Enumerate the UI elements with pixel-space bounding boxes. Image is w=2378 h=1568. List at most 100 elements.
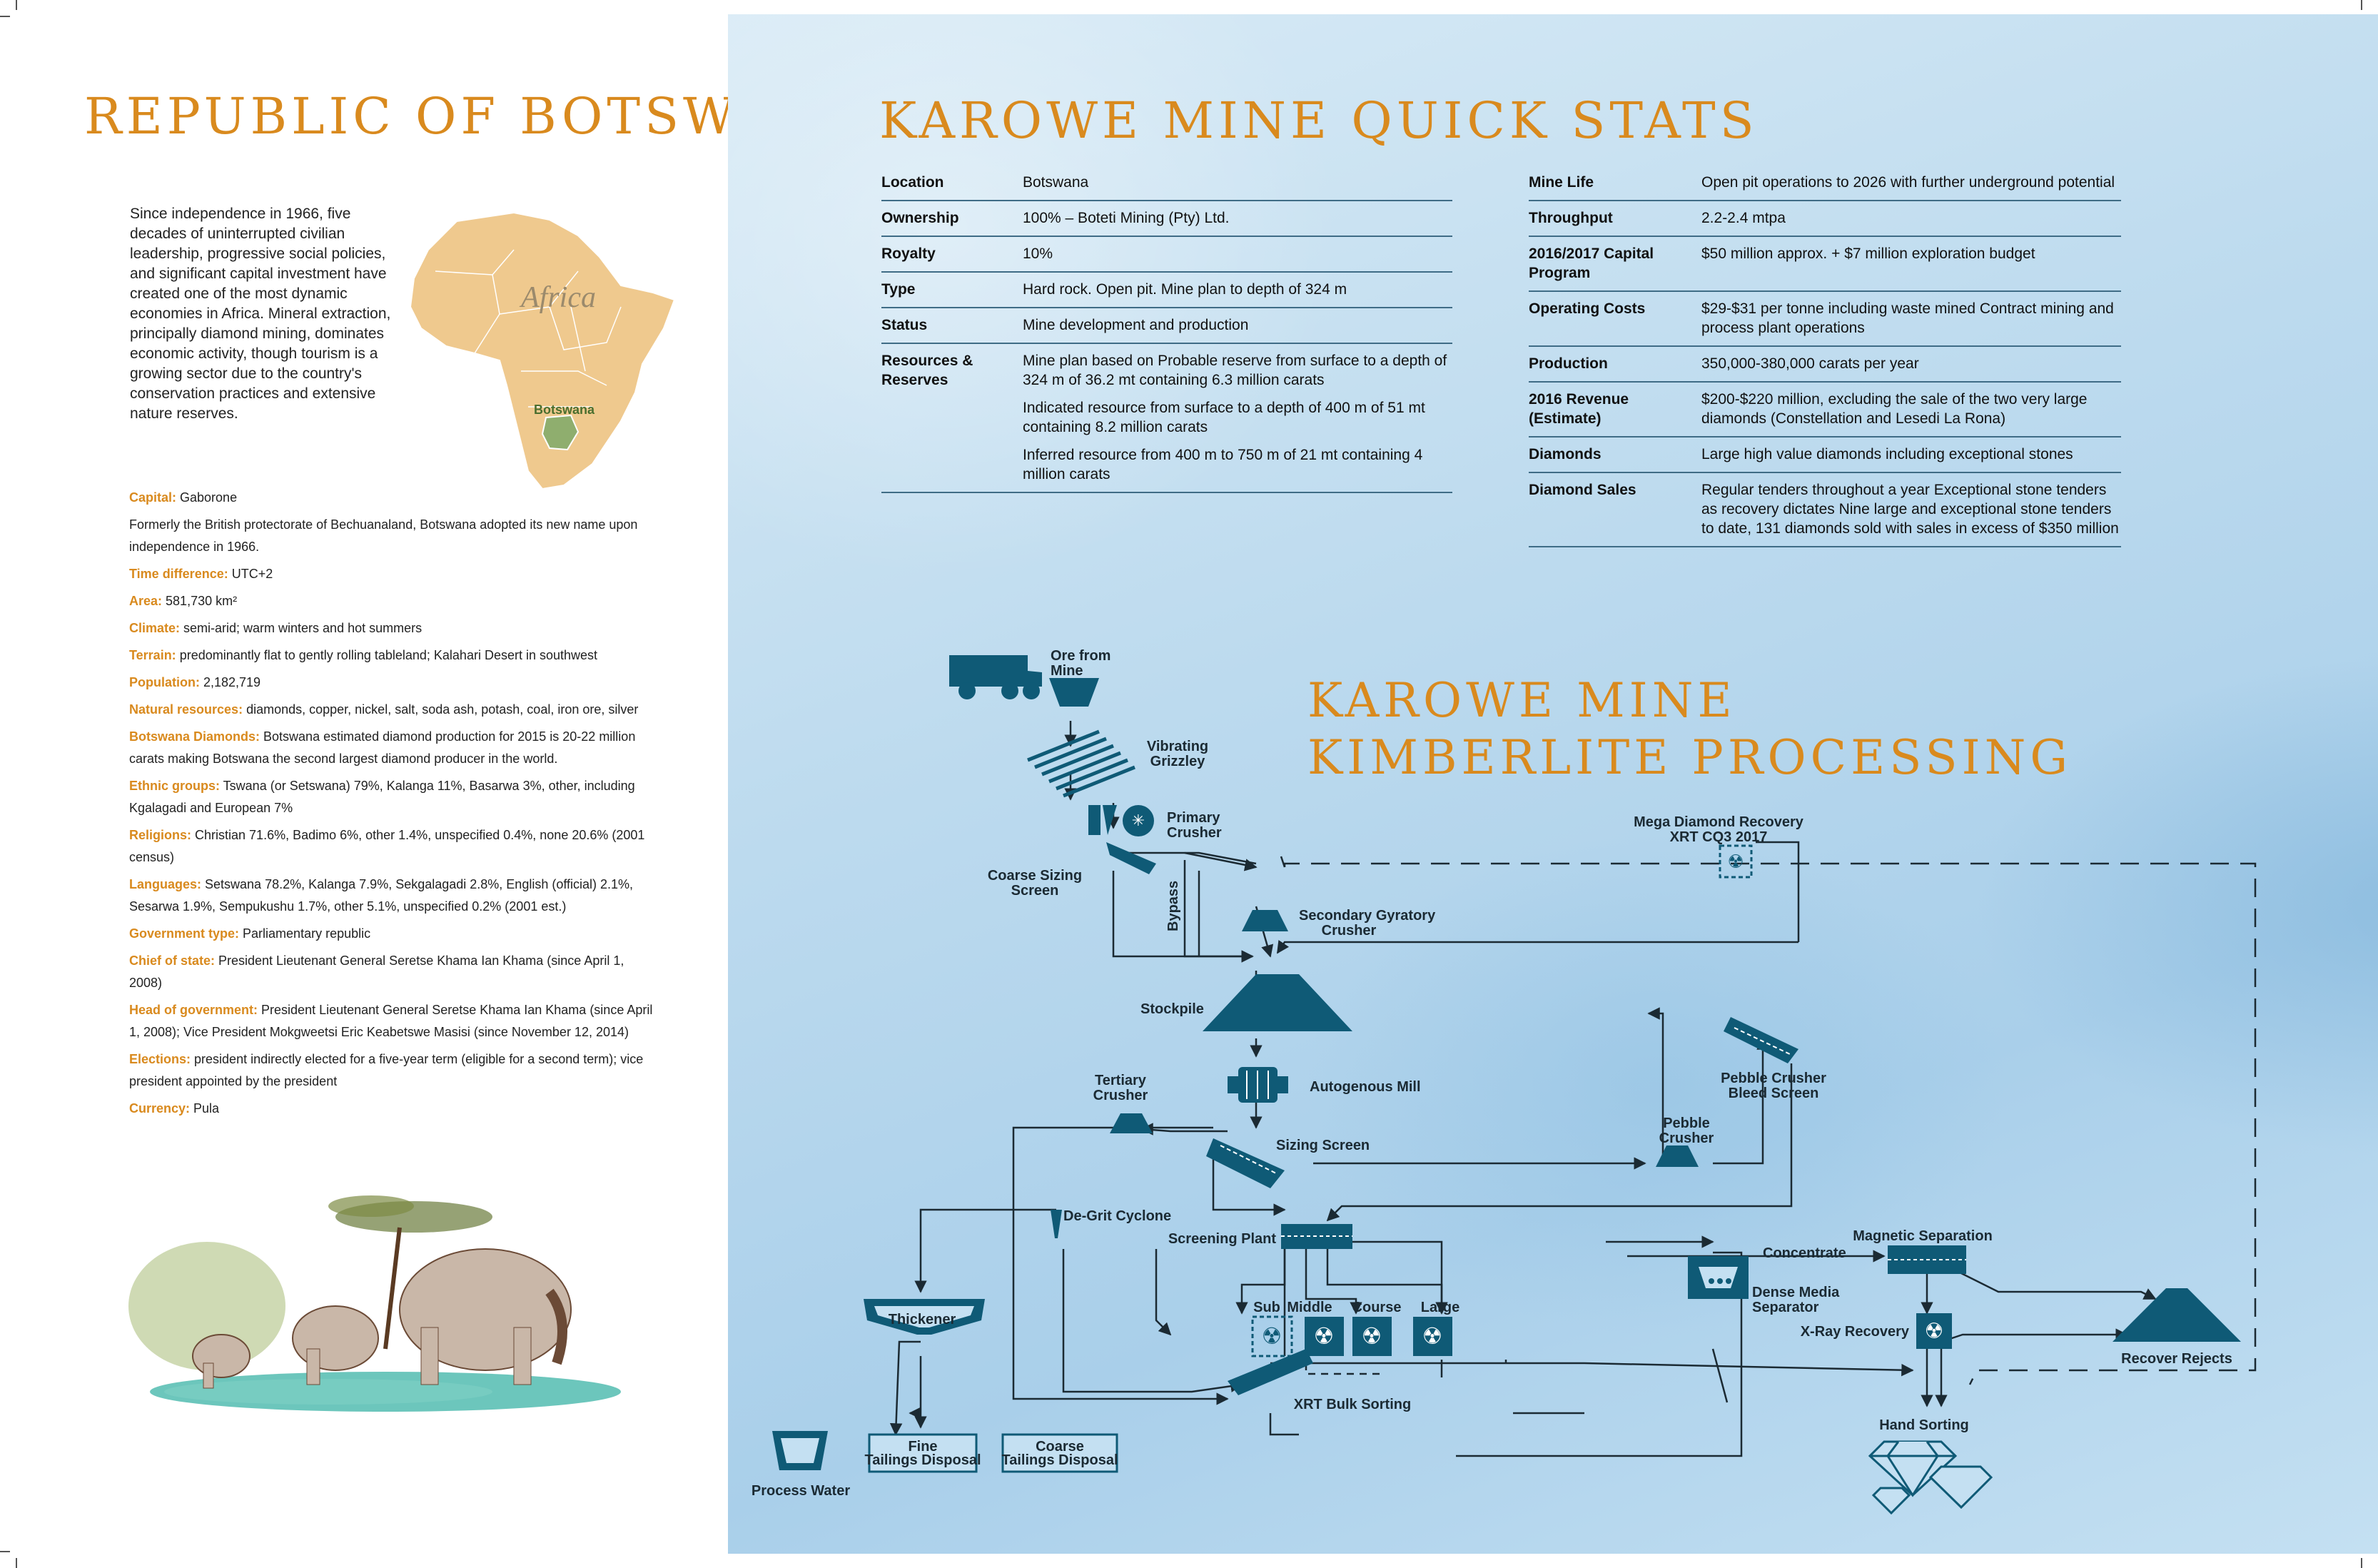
stats-key: Diamonds xyxy=(1529,437,1701,473)
fact-value: Gaborone xyxy=(176,490,238,505)
label-large: Large xyxy=(1421,1300,1459,1315)
stats-value-line: 350,000-380,000 carats per year xyxy=(1701,355,1919,372)
secondary-crusher-icon xyxy=(1242,910,1288,931)
stats-value: Botswana xyxy=(1023,166,1452,201)
label-sub: Sub xyxy=(1253,1300,1280,1315)
fact-key: Head of government: xyxy=(129,1003,258,1017)
stats-value: Large high value diamonds including exce… xyxy=(1701,437,2121,473)
fact-item: Elections: president indirectly elected … xyxy=(129,1048,654,1093)
fact-item: Formerly the British protectorate of Bec… xyxy=(129,514,654,558)
svg-text:✳: ✳ xyxy=(1132,812,1145,830)
stats-value: 100% – Boteti Mining (Pty) Ltd. xyxy=(1023,201,1452,237)
stats-value: Mine plan based on Probable reserve from… xyxy=(1023,343,1452,493)
intro-paragraph: Since independence in 1966, five decades… xyxy=(130,206,391,422)
africa-map: Africa Botswana xyxy=(409,211,676,490)
label-coarse-tailings: Tailings Disposal xyxy=(1002,1452,1118,1468)
process-title-line2: KIMBERLITE PROCESSING xyxy=(1307,730,2073,785)
fact-key: Ethnic groups: xyxy=(129,779,220,793)
fact-value: diamonds, copper, nickel, salt, soda ash… xyxy=(243,702,639,717)
fact-value: president indirectly elected for a five-… xyxy=(129,1052,644,1088)
fact-item: Population: 2,182,719 xyxy=(129,672,654,694)
xray-recovery-icon: ☢ xyxy=(1916,1313,1952,1349)
fact-item: Terrain: predominantly flat to gently ro… xyxy=(129,644,654,667)
flow-lines xyxy=(889,721,2157,1457)
fact-item: Climate: semi-arid; warm winters and hot… xyxy=(129,617,654,639)
stats-key: Production xyxy=(1529,346,1701,383)
fact-key: Climate: xyxy=(129,621,181,635)
fact-value: 581,730 km² xyxy=(162,594,238,608)
label-secondary: Secondary Gyratory xyxy=(1299,908,1436,924)
stats-key: Mine Life xyxy=(1529,166,1701,201)
label-pebble: Pebble xyxy=(1663,1116,1710,1131)
process-title: KAROWE MINE KIMBERLITE PROCESSING xyxy=(1307,672,2072,786)
fact-key: Natural resources: xyxy=(129,702,243,717)
label-stockpile: Stockpile xyxy=(1140,1001,1204,1017)
magnetic-separation-icon xyxy=(1888,1245,1966,1274)
vibrating-grizzly-icon xyxy=(1027,729,1135,798)
crop-mark xyxy=(16,0,17,10)
stats-value: Mine development and production xyxy=(1023,308,1452,344)
label-dense-media: Dense Media xyxy=(1752,1285,1840,1300)
fact-item: Botswana Diamonds: Botswana estimated di… xyxy=(129,726,654,770)
fact-key: Religions: xyxy=(129,828,192,842)
label-fine-tailings: Tailings Disposal xyxy=(865,1452,981,1468)
dashed-sub-link xyxy=(1305,1363,1385,1375)
stats-key: Ownership xyxy=(881,201,1023,237)
fact-key: Languages: xyxy=(129,877,202,891)
fact-key: Area: xyxy=(129,594,163,608)
stats-value-line: $200-$220 million, excluding the sale of… xyxy=(1701,391,2088,427)
fact-value: Christian 71.6%, Badimo 6%, other 1.4%, … xyxy=(129,828,645,864)
stats-value-line: Mine development and production xyxy=(1023,317,1249,333)
stats-value: $200-$220 million, excluding the sale of… xyxy=(1701,382,2121,437)
label-course: Course xyxy=(1352,1300,1402,1315)
label-fine: Fine xyxy=(908,1439,937,1455)
svg-text:☢: ☢ xyxy=(1422,1322,1443,1350)
stats-value: Hard rock. Open pit. Mine plan to depth … xyxy=(1023,272,1452,308)
stats-value-line: Mine plan based on Probable reserve from… xyxy=(1023,353,1447,388)
stats-value-line: Hard rock. Open pit. Mine plan to depth … xyxy=(1023,281,1347,298)
label-concentrate: Concentrate xyxy=(1763,1245,1846,1261)
stats-key: Type xyxy=(881,272,1023,308)
fact-item: Government type: Parliamentary republic xyxy=(129,923,654,945)
xrt-sorter-course-icon: ☢ xyxy=(1352,1317,1392,1356)
fact-key: Currency: xyxy=(129,1101,191,1116)
label-bypass: Bypass xyxy=(1165,881,1181,931)
label-crusher: Crusher xyxy=(1167,825,1222,841)
label-vibrating: Vibrating xyxy=(1147,739,1208,754)
fact-item: Currency: Pula xyxy=(129,1098,654,1120)
svg-text:☢: ☢ xyxy=(1314,1322,1335,1350)
fact-key: Population: xyxy=(129,675,200,689)
stats-value-line: 10% xyxy=(1023,246,1053,262)
diamond-icons xyxy=(1868,1440,1993,1515)
botswana-shape xyxy=(541,414,580,451)
fact-item: Head of government: President Lieutenant… xyxy=(129,999,654,1043)
svg-text:☢: ☢ xyxy=(1727,851,1744,873)
label-hand-sorting: Hand Sorting xyxy=(1879,1417,1969,1433)
label-degrit-cyclone: De-Grit Cyclone xyxy=(1063,1208,1171,1224)
fine-tailings-box xyxy=(868,1433,978,1473)
botswana-label: Botswana xyxy=(534,403,595,417)
stats-value-line: 2.2-2.4 mtpa xyxy=(1701,210,1786,226)
fact-item: Area: 581,730 km² xyxy=(129,590,654,612)
fact-value: Pula xyxy=(190,1101,220,1116)
stats-row: 2016 Revenue (Estimate)$200-$220 million… xyxy=(1529,382,2121,437)
label-xrt-bulk: XRT Bulk Sorting xyxy=(1294,1397,1411,1412)
stats-value: Open pit operations to 2026 with further… xyxy=(1701,166,2121,201)
label-separator: Separator xyxy=(1752,1300,1819,1315)
label-coarse-sizing: Coarse Sizing xyxy=(988,868,1082,884)
stats-key: Throughput xyxy=(1529,201,1701,237)
label-grizzley: Grizzley xyxy=(1150,754,1206,769)
fact-key: Botswana Diamonds: xyxy=(129,729,260,744)
pebble-crusher-icon xyxy=(1656,1145,1699,1167)
fact-key: Time difference: xyxy=(129,567,228,581)
fact-item: Chief of state: President Lieutenant Gen… xyxy=(129,950,654,994)
fact-value: Formerly the British protectorate of Bec… xyxy=(129,517,638,554)
stats-value-line: Indicated resource from surface to a dep… xyxy=(1023,400,1425,435)
stats-value-line: Regular tenders throughout a year Except… xyxy=(1701,482,2119,537)
